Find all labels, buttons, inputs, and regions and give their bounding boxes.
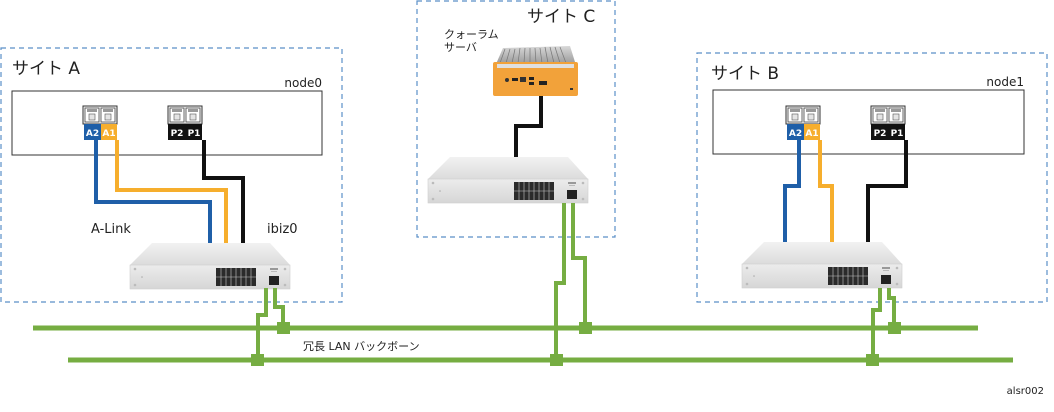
a-link-cable-a1 <box>818 140 834 243</box>
site-a-switch[interactable] <box>129 242 291 290</box>
site-a-tap-upper <box>277 322 290 334</box>
site-b: サイト B node1 A2 A1 P2 P1 <box>696 52 1048 303</box>
site-b-drop-lower <box>871 288 882 360</box>
public-cable-p1 <box>866 140 908 243</box>
public-port-pair <box>870 105 906 125</box>
backbone-label: 冗長 LAN バックボーン <box>303 340 420 353</box>
site-b-drop-upper <box>887 288 896 328</box>
site-a-boundary <box>0 47 343 303</box>
public-cable-p1 <box>202 140 245 244</box>
site-b-label: サイト B <box>711 64 779 84</box>
quorum-server-label-line1: クォーラム <box>444 28 499 41</box>
port-a2-label: A2 <box>789 129 802 139</box>
redundant-lan-backbone: 冗長 LAN バックボーン <box>33 203 1013 366</box>
a-link-cable-a2 <box>783 140 801 243</box>
port-p1-label: P1 <box>891 129 904 139</box>
node1-chassis[interactable] <box>712 89 1025 155</box>
public-port-pair <box>167 105 203 125</box>
quorum-server-label-line2: サーバ <box>444 41 477 54</box>
site-b-tap-lower <box>866 354 879 366</box>
quorum-server-cable <box>514 96 543 158</box>
port-a1-badge[interactable] <box>101 124 117 140</box>
port-a2-badge[interactable] <box>787 124 804 140</box>
a-link-port-pair <box>785 105 821 125</box>
site-a: サイト A node0 A2 A1 P2 P1 A-Link ibiz0 <box>0 47 343 303</box>
site-c-tap-lower <box>550 354 563 366</box>
port-a1-label: A1 <box>102 129 115 139</box>
site-a-drop-upper <box>273 288 285 328</box>
a-link-port-pair <box>82 105 118 125</box>
site-b-tap-upper <box>888 322 901 334</box>
port-a1-label: A1 <box>805 129 818 139</box>
port-p2-label: P2 <box>874 129 887 139</box>
site-c-boundary <box>416 0 616 238</box>
site-a-tap-lower <box>251 354 264 366</box>
port-a2-badge[interactable] <box>84 124 101 140</box>
site-c-label: サイト C <box>527 7 595 27</box>
site-a-drop-lower <box>256 288 268 360</box>
public-port-badge[interactable] <box>168 124 202 140</box>
public-port-badge[interactable] <box>871 124 905 140</box>
quorum-server[interactable] <box>493 46 578 96</box>
figure-id: alsr002 <box>1007 386 1044 397</box>
site-b-boundary <box>696 52 1048 303</box>
node1-label: node1 <box>986 75 1024 89</box>
a-link-cable-a1 <box>115 140 228 244</box>
node0-chassis[interactable] <box>11 90 323 156</box>
site-c-tap-upper <box>579 322 592 334</box>
port-a2-label: A2 <box>86 129 99 139</box>
port-a1-badge[interactable] <box>804 124 820 140</box>
port-p2-label: P2 <box>171 129 184 139</box>
node0-label: node0 <box>284 76 322 90</box>
a-link-label: A-Link <box>91 222 131 237</box>
a-link-cable-a2 <box>94 140 212 244</box>
site-c-switch[interactable] <box>427 156 589 204</box>
site-a-label: サイト A <box>12 59 80 79</box>
site-c-drop-upper <box>571 203 587 328</box>
site-c: サイト C クォーラム サーバ <box>416 0 616 238</box>
ibiz0-label: ibiz0 <box>267 222 298 237</box>
port-p1-label: P1 <box>188 129 201 139</box>
site-b-switch[interactable] <box>741 241 903 289</box>
site-c-drop-lower <box>554 203 566 360</box>
